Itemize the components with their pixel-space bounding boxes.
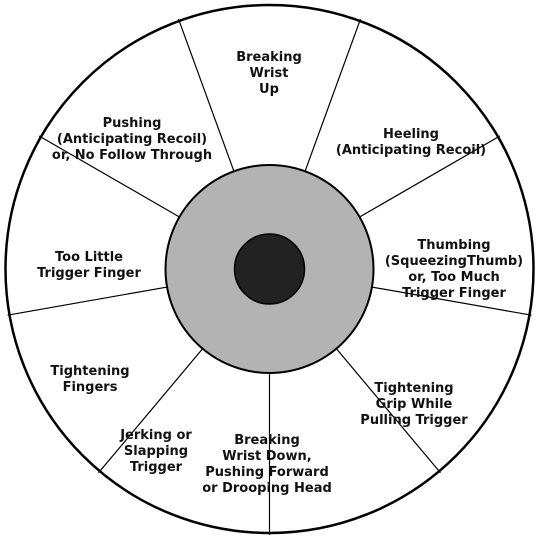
label-line: Tightening — [50, 364, 130, 379]
label-line: Wrist Down, — [222, 449, 312, 464]
label-line: Heeling — [383, 127, 439, 142]
segment-divider — [330, 342, 441, 474]
segment-divider — [7, 285, 176, 316]
label-line: Pushing Forward — [205, 465, 329, 480]
label-line: Fingers — [62, 380, 118, 395]
label-line: Jerking or — [120, 428, 192, 443]
label-line: Thumbing — [417, 238, 491, 253]
segment-divider — [352, 135, 501, 222]
segment-label-jerking: Jerking or Slapping Trigger — [120, 428, 192, 476]
label-line: Pulling Trigger — [360, 413, 468, 428]
segment-label-heeling: Heeling (Anticipating Recoil) — [336, 127, 486, 159]
label-line: Up — [259, 82, 279, 97]
segment-label-too-little-trigger: Too Little Trigger Finger — [37, 250, 141, 282]
segment-dividers — [7, 18, 532, 535]
segment-label-breaking-wrist-down: Breaking Wrist Down, Pushing Forward or … — [202, 433, 332, 497]
segment-divider — [301, 18, 362, 179]
segment-label-pushing: Pushing (Anticipating Recoil) or, No Fol… — [52, 116, 212, 164]
label-line: or, Too Much — [408, 270, 500, 285]
bullseye — [233, 233, 306, 305]
label-line: Breaking — [236, 50, 302, 65]
segment-label-tightening-grip: Tightening Grip While Pulling Trigger — [360, 381, 467, 429]
label-line: Pushing — [102, 116, 162, 131]
label-line: Grip While — [375, 397, 453, 412]
label-line: Trigger Finger — [402, 286, 506, 301]
segment-label-thumbing: Thumbing (SqueezingThumb) or, Too Much T… — [385, 238, 523, 302]
label-line: Trigger — [129, 460, 183, 475]
label-line: Wrist — [249, 66, 289, 81]
segment-divider — [98, 342, 209, 474]
label-line: or, No Follow Through — [51, 148, 213, 163]
label-line: Tightening — [374, 381, 454, 396]
label-line: Slapping — [123, 444, 189, 459]
segment-divider — [177, 18, 238, 179]
label-line: Trigger Finger — [37, 266, 141, 281]
label-line: (SqueezingThumb) — [384, 254, 524, 269]
segment-divider — [363, 285, 532, 316]
label-line: (Anticipating Recoil) — [56, 132, 208, 147]
label-line: or Drooping Head — [202, 481, 332, 496]
segment-label-tightening-fingers: Tightening Fingers — [50, 364, 129, 396]
segment-label-breaking-wrist-up: Breaking Wrist Up — [236, 50, 302, 98]
label-line: (Anticipating Recoil) — [335, 143, 487, 158]
segment-divider — [38, 135, 187, 222]
label-line: Breaking — [234, 433, 300, 448]
label-line: Too Little — [55, 250, 123, 265]
